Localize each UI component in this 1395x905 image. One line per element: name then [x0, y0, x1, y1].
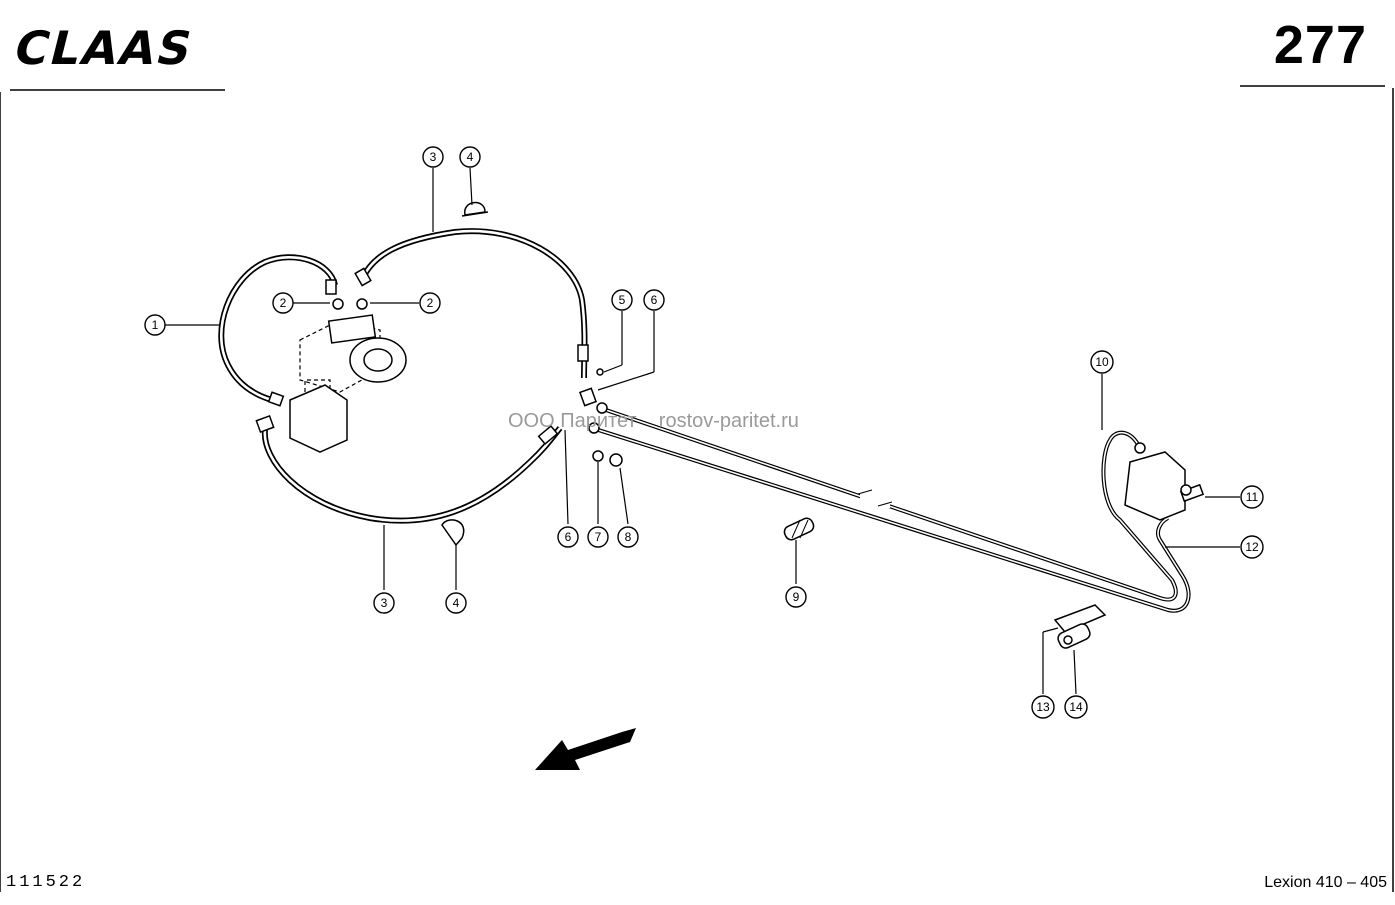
svg-text:12: 12: [1245, 540, 1259, 554]
clamp-4-upper: [461, 201, 489, 217]
callout-11: 11: [1240, 485, 1264, 509]
svg-text:2: 2: [280, 296, 287, 310]
svg-text:4: 4: [453, 596, 460, 610]
svg-text:2: 2: [427, 296, 434, 310]
svg-text:14: 14: [1069, 700, 1083, 714]
svg-text:6: 6: [651, 293, 658, 307]
hose-3-lower: [255, 415, 563, 524]
callout-3-upper: 3: [422, 146, 444, 168]
clamp-13-14: [1053, 604, 1107, 649]
page-number: 277: [1273, 15, 1367, 75]
clamp-4-lower: [441, 519, 465, 547]
fittings-6-7-8: [579, 368, 623, 467]
hose-3-upper: [354, 228, 589, 379]
callout-1: 1: [144, 314, 166, 336]
pipe-10-12: [591, 406, 1191, 613]
svg-text:CLAAS: CLAAS: [9, 23, 200, 76]
callout-2-right: 2: [419, 292, 441, 314]
svg-text:10: 10: [1095, 355, 1109, 369]
leader-lines: [165, 167, 1240, 695]
callout-3-lower: 3: [373, 592, 395, 614]
callout-14: 14: [1064, 695, 1088, 719]
clamp-9: [783, 517, 815, 541]
right-valve: [1124, 442, 1205, 521]
callout-13: 13: [1031, 695, 1055, 719]
svg-text:6: 6: [565, 530, 572, 544]
hose-1: [218, 254, 338, 407]
svg-text:4: 4: [467, 150, 474, 164]
svg-text:1: 1: [152, 318, 159, 332]
drawing-number: 111522: [6, 873, 86, 892]
svg-text:7: 7: [595, 530, 602, 544]
claas-logo: CLAAS: [9, 23, 200, 76]
callout-6-upper: 6: [643, 289, 665, 311]
svg-text:11: 11: [1246, 490, 1259, 504]
callout-7: 7: [587, 526, 609, 548]
callout-4-lower: 4: [445, 592, 467, 614]
svg-text:5: 5: [619, 293, 626, 307]
callout-4-upper: 4: [459, 146, 481, 168]
svg-text:9: 9: [793, 590, 800, 604]
svg-text:8: 8: [625, 530, 632, 544]
callout-9: 9: [785, 586, 807, 608]
callout-6-lower: 6: [557, 526, 579, 548]
pipe-break: [860, 488, 890, 508]
callout-10: 10: [1090, 350, 1114, 374]
model-caption: Lexion 410 – 405: [1264, 874, 1387, 891]
arrow-down-left-icon: [535, 728, 636, 770]
svg-text:13: 13: [1036, 700, 1050, 714]
steering-unit: [299, 298, 407, 393]
valve-block: [289, 379, 348, 453]
svg-text:3: 3: [381, 596, 388, 610]
callout-5: 5: [611, 289, 633, 311]
svg-text:3: 3: [430, 150, 437, 164]
callout-12: 12: [1240, 535, 1264, 559]
callout-2-left: 2: [272, 292, 294, 314]
watermark: ООО Паритет rostov-paritet.ru: [508, 410, 799, 432]
callout-8: 8: [617, 526, 639, 548]
